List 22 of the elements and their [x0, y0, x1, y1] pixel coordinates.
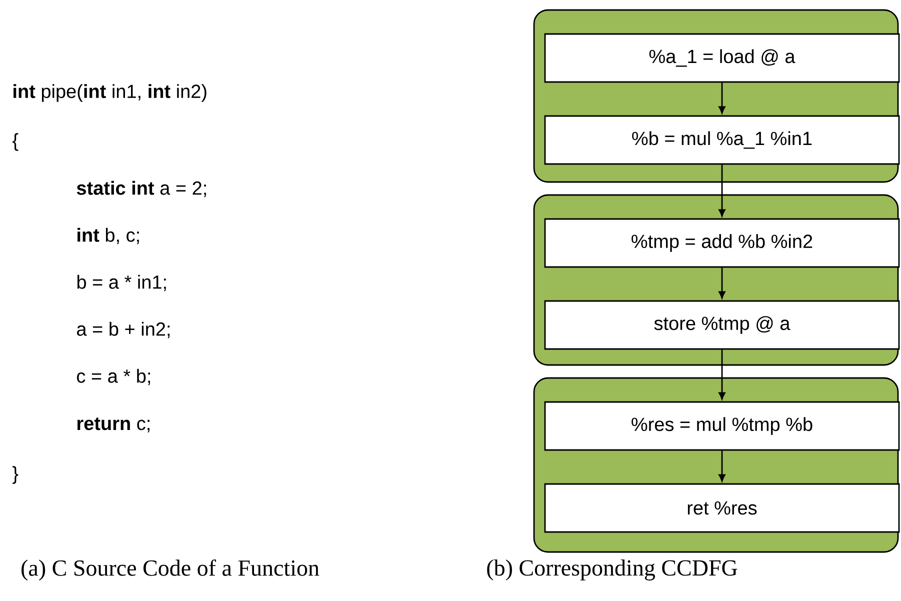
instruction-box: ret %res [544, 483, 900, 533]
subfigure-caption: (b) Corresponding CCDFG [487, 560, 738, 580]
instruction-box: %tmp = add %b %in2 [544, 218, 900, 268]
code-line: c = a * b; [77, 368, 150, 386]
arrow [718, 268, 726, 299]
code-line: static int a = 2; [76, 180, 206, 198]
instruction-box: %a_1 = load @ a [544, 33, 900, 83]
instruction-box: %res = mul %tmp %b [544, 401, 900, 451]
instruction-box: store %tmp @ a [544, 300, 900, 350]
code-line: { [12, 133, 18, 151]
arrow [718, 350, 726, 400]
code-line: return c; [77, 418, 150, 432]
code-line: int pipe(int in1, int in2) [14, 84, 206, 102]
code-line: int b, c; [78, 228, 139, 244]
arrow [718, 82, 726, 114]
code-line: b = a * in1; [77, 274, 166, 292]
code-line: a = b + in2; [77, 322, 170, 338]
subfigure-caption: (a) C Source Code of a Function [22, 559, 320, 581]
instruction-box: %b = mul %a_1 %in1 [544, 115, 900, 165]
code-line: } [12, 466, 18, 484]
arrow [718, 164, 726, 217]
arrow [718, 450, 726, 482]
